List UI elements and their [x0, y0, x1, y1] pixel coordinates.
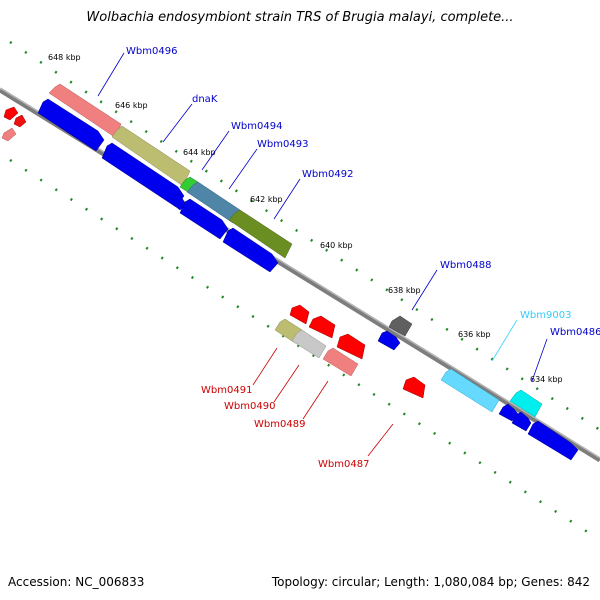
reverse-strand-features — [274, 304, 426, 399]
gene-wbm0486-bar[interactable] — [509, 389, 543, 418]
scale-label-640: 640 kbp — [320, 241, 353, 250]
scale-label-644: 644 kbp — [183, 148, 216, 157]
top-strand-genes — [48, 83, 293, 259]
genome-backbone — [0, 87, 600, 463]
gene-arrow-5[interactable] — [222, 227, 279, 273]
scale-label-636: 636 kbp — [458, 330, 491, 339]
gene-arrow-8[interactable] — [511, 411, 532, 432]
label-wbm0490[interactable]: Wbm0490 — [224, 401, 275, 412]
gene-wbm9003-bar[interactable] — [440, 368, 500, 413]
genome-backbone-highlight — [0, 87, 600, 459]
gene-red-3[interactable] — [336, 333, 366, 360]
lower-dotted-guide — [9, 158, 600, 542]
gene-red-1[interactable] — [289, 304, 310, 325]
gene-dnak-bar[interactable] — [111, 125, 191, 187]
label-dnak[interactable]: dnaK — [192, 94, 218, 105]
label-wbm0489[interactable]: Wbm0489 — [254, 419, 305, 430]
label-wbm0492[interactable]: Wbm0492 — [302, 169, 353, 180]
label-wbm0487[interactable]: Wbm0487 — [318, 459, 369, 470]
label-wbm0486[interactable]: Wbm0486 — [550, 327, 600, 338]
gene-arrow-1[interactable] — [37, 98, 105, 152]
callout-lines — [97, 52, 548, 457]
gene-arrow-9[interactable] — [527, 420, 579, 461]
label-wbm9003[interactable]: Wbm9003 — [520, 310, 571, 321]
scale-label-638: 638 kbp — [388, 286, 421, 295]
gene-red-2[interactable] — [308, 315, 336, 339]
left-edge-features — [1, 106, 27, 142]
forward-strand-arrows — [37, 98, 579, 461]
label-wbm0494[interactable]: Wbm0494 — [231, 121, 282, 132]
upper-dotted-guide — [9, 40, 600, 432]
label-wbm0496[interactable]: Wbm0496 — [126, 46, 177, 57]
scale-label-648: 648 kbp — [48, 53, 81, 62]
gene-wbm0487-bar[interactable] — [402, 376, 426, 399]
topology-text: Topology: circular; Length: 1,080,084 bp… — [271, 575, 590, 589]
gene-arrow-4[interactable] — [179, 198, 229, 240]
label-wbm0493[interactable]: Wbm0493 — [257, 139, 308, 150]
accession-text: Accession: NC_006833 — [8, 575, 145, 589]
gene-arrow-6[interactable] — [377, 330, 401, 351]
gene-wbm0488-bar[interactable] — [388, 315, 413, 337]
scale-label-642: 642 kbp — [250, 195, 283, 204]
scale-label-634: 634 kbp — [530, 375, 563, 384]
scale-label-646: 646 kbp — [115, 101, 148, 110]
gene-wbm0492-bar[interactable] — [228, 209, 293, 259]
gene-wbm0490-bar[interactable] — [291, 329, 327, 359]
gene-arrow-2[interactable] — [101, 142, 185, 208]
label-wbm0491[interactable]: Wbm0491 — [201, 385, 252, 396]
genome-title: Wolbachia endosymbiont strain TRS of Bru… — [86, 10, 514, 25]
gene-wbm0489-bar[interactable] — [322, 347, 359, 377]
label-wbm0488[interactable]: Wbm0488 — [440, 260, 491, 271]
